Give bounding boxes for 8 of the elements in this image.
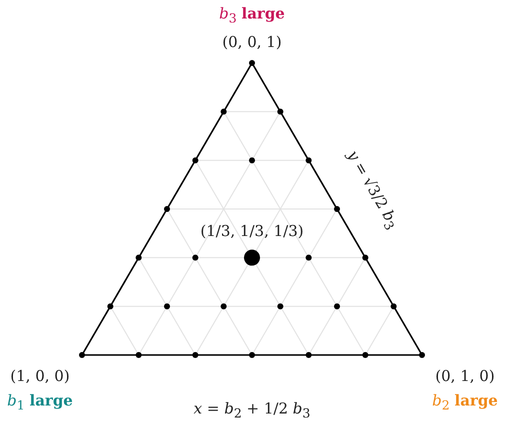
vertex-label: (0, 1, 0)	[435, 367, 495, 385]
axis-label: b$_{2}$ large	[432, 392, 498, 412]
centroid-label: (1/3, 1/3, 1/3)	[200, 222, 304, 240]
vertex-label: (0, 0, 1)	[222, 33, 282, 51]
axis-label: b$_{1}$ large	[7, 392, 73, 412]
vertex-label: (1, 0, 0)	[10, 367, 70, 385]
edge-equation: x = b$_{2}$ + 1/2 b$_{3}$	[194, 400, 310, 420]
axis-label: b$_{3}$ large	[219, 4, 285, 26]
